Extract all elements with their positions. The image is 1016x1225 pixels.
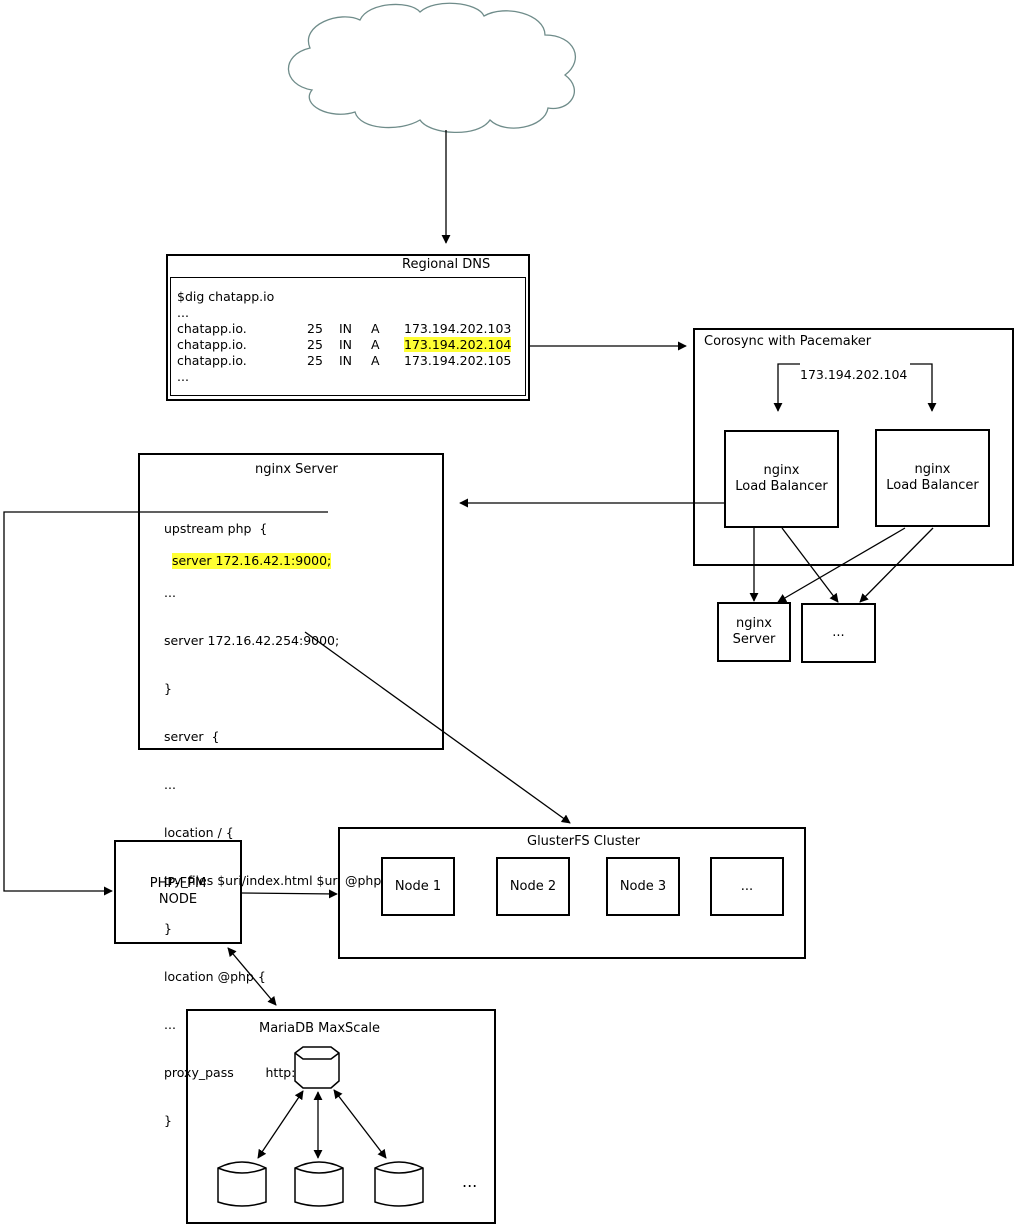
nginx-server-config-box (138, 453, 444, 750)
nginx-server-backend: nginx Server (717, 602, 791, 662)
db-master-replica1-arrow (257, 1090, 304, 1159)
dns-ttl: 25 (307, 321, 323, 336)
dns-class: IN (339, 337, 353, 352)
database-replica-3-icon (374, 1161, 424, 1207)
gluster-node-2: Node 2 (496, 857, 570, 916)
dns-record-104: chatapp.io. 25 IN A 173.194.202.104 (177, 337, 522, 353)
config-line: ... (164, 585, 176, 600)
dns-ip: 173.194.202.103 (404, 321, 512, 336)
dns-class: IN (339, 321, 353, 336)
config-line: proxy_pass http://php; (164, 1065, 332, 1080)
dns-host: chatapp.io. (177, 321, 247, 336)
nginx-server-title: nginx Server (255, 462, 338, 477)
config-line: } (164, 1113, 172, 1128)
dns-host: chatapp.io. (177, 353, 247, 368)
phpfpm-mariadb-arrow (227, 947, 277, 1006)
config-line: location @php { (164, 969, 266, 984)
more-databases-label: ... (462, 1172, 478, 1191)
config-line: upstream php { (164, 521, 268, 536)
database-replica-1-icon (217, 1161, 267, 1207)
config-line: } (164, 921, 172, 936)
tryfiles-to-gluster-arrow (304, 631, 571, 824)
more-servers-backend: ... (801, 603, 876, 663)
nginx-load-balancer-1: nginx Load Balancer (724, 430, 839, 528)
dns-type: A (371, 337, 380, 352)
php-fpm-node: PHP-FPM NODE (114, 840, 242, 944)
vip-to-lb1-arrow (773, 363, 800, 412)
dns-ellipsis-line: ... (177, 305, 189, 320)
config-line: server 172.16.42.254:9000; (164, 633, 340, 648)
dns-type: A (371, 321, 380, 336)
mariadb-maxscale-box (186, 1009, 496, 1224)
dns-ttl: 25 (307, 337, 323, 352)
gluster-node-3: Node 3 (606, 857, 680, 916)
dns-record-105: chatapp.io. 25 IN A 173.194.202.105 (177, 353, 522, 369)
db-master-replica3-arrow (333, 1089, 387, 1159)
nginx-config: upstream php { server 172.16.42.1:9000; … (164, 489, 386, 1145)
gluster-node-more: ... (710, 857, 784, 916)
dns-type: A (371, 353, 380, 368)
gluster-node-1: Node 1 (381, 857, 455, 916)
config-line: ... (164, 1017, 176, 1032)
mariadb-title: MariaDB MaxScale (259, 1021, 381, 1036)
glusterfs-title: GlusterFS Cluster (527, 834, 640, 849)
dns-host: chatapp.io. (177, 337, 247, 352)
internet-cloud-icon (287, 2, 576, 134)
dns-ellipsis-line: ... (177, 369, 189, 384)
corosync-title: Corosync with Pacemaker (704, 334, 872, 349)
virtual-ip-label: 173.194.202.104 (800, 367, 908, 382)
config-line: location / { (164, 825, 234, 840)
config-line: server { (164, 729, 220, 744)
upstream-to-phpfpm-arrow (3, 511, 328, 896)
phpfpm-to-gluster-arrow (241, 889, 338, 899)
config-line-upstream-server: server 172.16.42.1:9000; (171, 553, 332, 569)
regional-dns-title: Regional DNS (402, 257, 491, 272)
config-line-try-files: try_files $uri/index.html $uri @php; (164, 873, 386, 888)
database-master-icon (294, 1046, 340, 1089)
dns-ttl: 25 (307, 353, 323, 368)
dns-class: IN (339, 353, 353, 368)
config-line: } (164, 681, 172, 696)
nginx-load-balancer-2: nginx Load Balancer (875, 429, 990, 527)
dns-ip-highlighted: 173.194.202.104 (404, 337, 512, 352)
regional-dns-inner (170, 277, 526, 396)
vip-to-lb2-arrow (910, 363, 937, 412)
dns-record-103: chatapp.io. 25 IN A 173.194.202.103 (177, 321, 522, 337)
config-line: ... (164, 777, 176, 792)
dns-ip: 173.194.202.105 (404, 353, 512, 368)
database-replica-2-icon (294, 1161, 344, 1207)
corosync-box (693, 328, 1014, 566)
dns-command-line: $dig chatapp.io (177, 289, 275, 304)
